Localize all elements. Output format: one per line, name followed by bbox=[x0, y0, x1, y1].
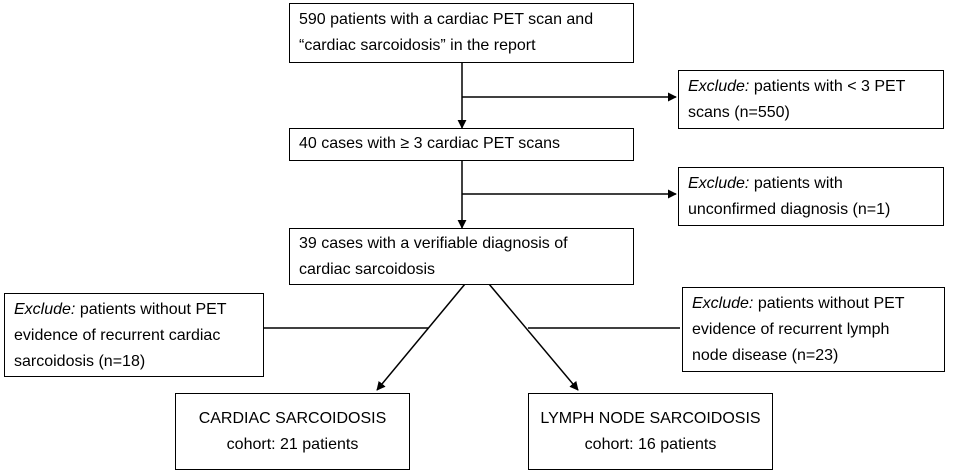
exclude2-line1: patients with bbox=[749, 175, 843, 192]
exclude1-label: Exclude: bbox=[688, 78, 750, 95]
exclude1-line1: patients with < 3 PET bbox=[749, 78, 906, 95]
connector-to-lymph-cohort bbox=[488, 283, 579, 391]
step3-line1: 39 cases with a verifiable diagnosis of bbox=[299, 235, 568, 252]
exclude-left-line1: patients without PET bbox=[75, 301, 227, 318]
cohort-cardiac-line1: CARDIAC SARCOIDOSIS bbox=[198, 409, 387, 427]
step-39-cases: 39 cases with a verifiable diagnosis of … bbox=[289, 228, 634, 285]
step2-text: 40 cases with ≥ 3 cardiac PET scans bbox=[299, 135, 561, 152]
exclude-box-1: Exclude: patients with < 3 PET scans (n=… bbox=[678, 70, 944, 129]
exclude-left-line3: sarcoidosis (n=18) bbox=[14, 353, 146, 370]
connector-to-cardiac-cohort bbox=[376, 283, 466, 391]
exclude2-line2: unconfirmed diagnosis (n=1) bbox=[688, 201, 891, 218]
step3-line2: cardiac sarcoidosis bbox=[299, 261, 436, 278]
exclude-left-line2: evidence of recurrent cardiac bbox=[14, 327, 221, 344]
cohort-cardiac-sarcoidosis: CARDIAC SARCOIDOSIS cohort: 21 patients bbox=[175, 393, 410, 470]
exclude-left-label: Exclude: bbox=[14, 301, 76, 318]
step-40-cases: 40 cases with ≥ 3 cardiac PET scans bbox=[289, 128, 634, 161]
cohort-cardiac-line2: cohort: 21 patients bbox=[226, 435, 359, 453]
step-590-patients: 590 patients with a cardiac PET scan and… bbox=[289, 3, 634, 63]
exclude-right-label: Exclude: bbox=[692, 295, 754, 312]
exclude-box-2: Exclude: patients with unconfirmed diagn… bbox=[678, 167, 944, 226]
step1-line1: 590 patients with a cardiac PET scan and bbox=[299, 11, 594, 28]
cohort-lymph-line2: cohort: 16 patients bbox=[584, 435, 717, 453]
exclude-box-right: Exclude: patients without PET evidence o… bbox=[682, 287, 945, 372]
exclude1-line2: scans (n=550) bbox=[688, 104, 790, 121]
exclude-right-line2: evidence of recurrent lymph bbox=[692, 321, 890, 338]
exclude2-label: Exclude: bbox=[688, 175, 750, 192]
cohort-lymph-line1: LYMPH NODE SARCOIDOSIS bbox=[540, 409, 761, 427]
step1-line2: “cardiac sarcoidosis” in the report bbox=[299, 37, 536, 54]
exclude-right-line3: node disease (n=23) bbox=[692, 347, 839, 364]
exclude-right-line1: patients without PET bbox=[753, 295, 905, 312]
cohort-lymph-node-sarcoidosis: LYMPH NODE SARCOIDOSIS cohort: 16 patien… bbox=[528, 393, 773, 470]
exclude-box-left: Exclude: patients without PET evidence o… bbox=[4, 293, 264, 377]
